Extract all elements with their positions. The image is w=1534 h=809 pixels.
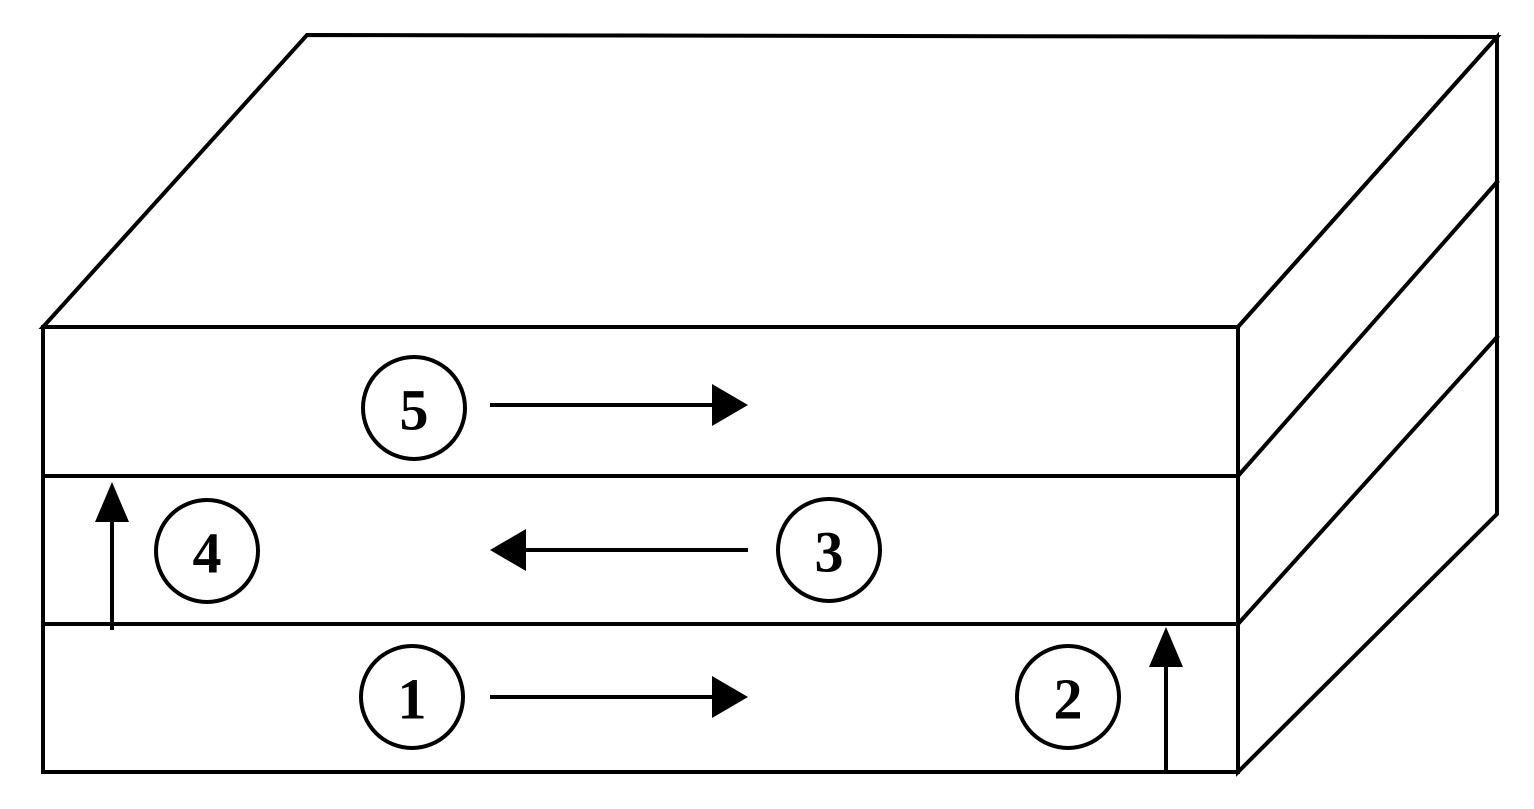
step-5-label: 5 xyxy=(400,378,429,443)
step-4-label: 4 xyxy=(193,521,222,586)
step-2-circle xyxy=(1015,644,1121,750)
step-3-label: 3 xyxy=(815,520,844,585)
side-layer-divider-lower xyxy=(1235,334,1500,627)
step-5-arrow-right-icon xyxy=(712,384,748,426)
step-2-arrow-up-icon xyxy=(1149,627,1183,667)
step-3-arrow-left-icon xyxy=(490,529,526,571)
step-3: 3 xyxy=(490,497,882,603)
step-5: 5 xyxy=(361,355,748,461)
step-2-label: 2 xyxy=(1054,667,1083,732)
step-2: 2 xyxy=(1015,627,1183,772)
step-4-circle xyxy=(154,498,260,604)
step-1-arrow-right-icon xyxy=(712,676,748,718)
step-4: 4 xyxy=(95,482,260,630)
side-layer-divider-upper xyxy=(1235,179,1500,479)
step-1-circle xyxy=(359,644,465,750)
step-1: 1 xyxy=(359,644,748,750)
step-5-circle xyxy=(361,355,467,461)
step-3-circle xyxy=(776,497,882,603)
step-1-label: 1 xyxy=(398,667,427,732)
step-4-arrow-up-icon xyxy=(95,482,129,522)
